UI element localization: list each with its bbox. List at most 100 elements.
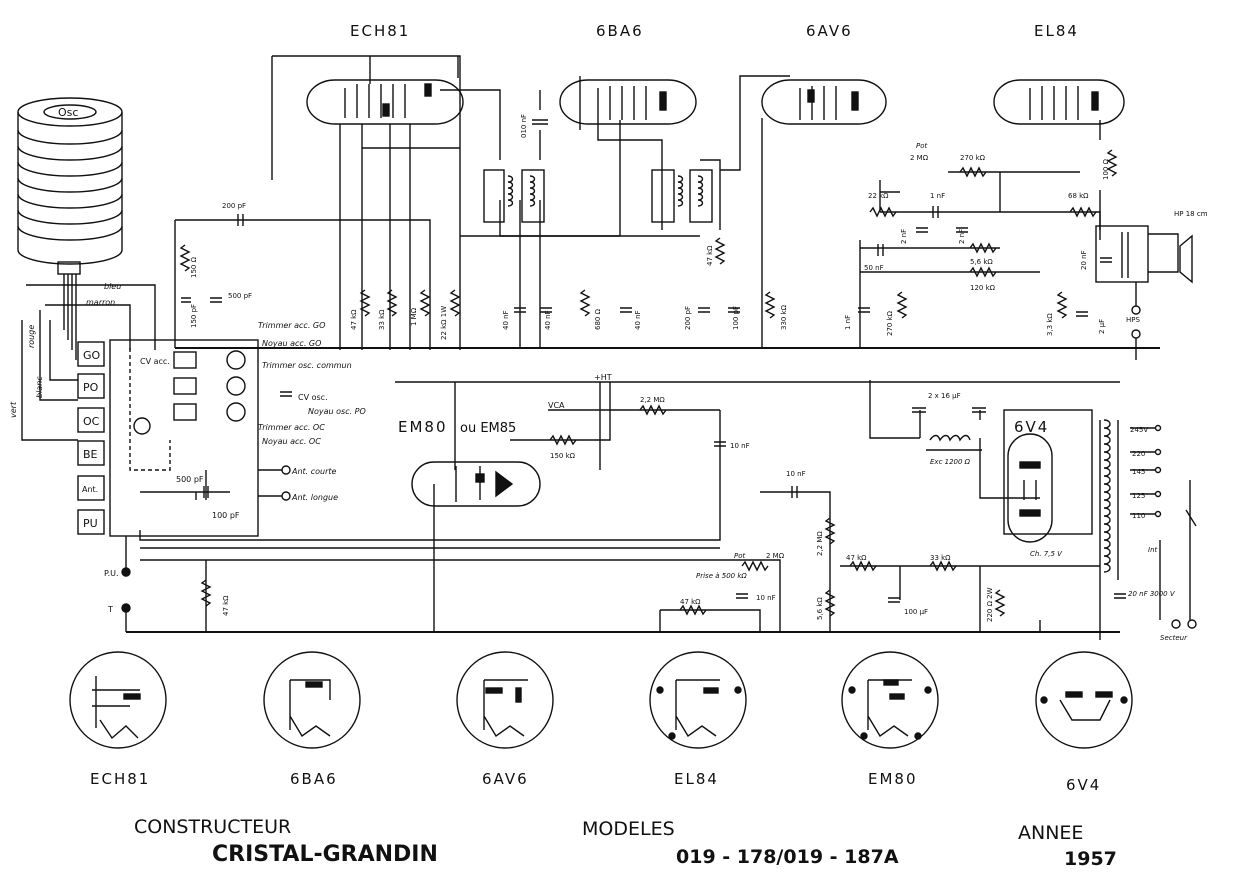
base-em80 [841, 651, 939, 749]
year-label: ANNEE [1018, 822, 1084, 844]
band-switch [77, 339, 259, 537]
comp-label: HPS [1126, 316, 1140, 324]
comp-label: Pot [916, 142, 928, 150]
tap-label: 245V [1130, 426, 1148, 434]
comp-label: 1 MΩ [410, 307, 418, 326]
comp-label: 5,6 kΩ [970, 258, 993, 266]
comp-label: 22 kΩ 1W [440, 306, 448, 340]
coil-note: Noyau acc. OC [262, 437, 321, 446]
comp-label: 40 nF [502, 310, 510, 330]
comp-label: Exc 1200 Ω [930, 458, 971, 466]
resistors [179, 149, 1118, 617]
tube-6ba6 [559, 79, 697, 125]
comp-label: 120 kΩ [970, 284, 996, 292]
tap-label: 220 [1132, 450, 1145, 458]
rail-ht: +HT [594, 373, 612, 382]
comp-label: 47 kΩ [846, 554, 867, 562]
tube-6v4 [1003, 409, 1093, 543]
coil-note: CV osc. [298, 393, 328, 402]
comp-label: 68 kΩ [1068, 192, 1089, 200]
band-button-go: GO [83, 349, 101, 362]
comp-label: 10 nF [756, 594, 776, 602]
cap-label: 100 pF [212, 511, 240, 520]
base-6av6 [456, 651, 554, 749]
base-el84 [649, 651, 747, 749]
comp-label: 680 Ω [594, 308, 602, 330]
tube-em80 [411, 461, 541, 507]
band-button-ant: Ant. [82, 485, 98, 494]
tap-label: 145 [1132, 468, 1145, 476]
power-transformer [1103, 419, 1197, 629]
comp-label: 2,2 MΩ [816, 531, 824, 556]
tube-label: 6AV6 [806, 22, 853, 40]
comp-label: 270 kΩ [960, 154, 986, 162]
wire-label: bleu [104, 282, 121, 291]
comp-label: 33 kΩ [378, 309, 386, 330]
comp-label: 40 nF [544, 310, 552, 330]
tube-6av6 [761, 79, 887, 125]
coil-note: Trimmer acc. GO [258, 321, 325, 330]
base-ech81 [69, 651, 167, 749]
models-label: MODELES [582, 818, 675, 840]
maker-label: CONSTRUCTEUR [134, 816, 292, 838]
comp-label: 2 μF [1098, 319, 1106, 334]
band-button-be: BE [83, 448, 98, 461]
jack-pu: P.U. [104, 569, 119, 578]
base-label: 6V4 [1066, 776, 1101, 794]
comp-label: 150 kΩ [550, 452, 576, 460]
comp-label: 150 Ω [190, 256, 198, 278]
comp-label: 3,3 kΩ [1046, 313, 1054, 336]
base-label: ECH81 [90, 770, 150, 788]
comp-label: 1 nF [844, 315, 852, 330]
wire-label: vert [9, 401, 18, 418]
comp-label: 40 nF [634, 310, 642, 330]
comp-label: 20 nF 3000 V [1128, 590, 1176, 598]
base-6ba6 [263, 651, 361, 749]
indicator-label: EM80 [398, 418, 448, 436]
wire-label: marron [86, 298, 115, 307]
indicator-alt-label: ou EM85 [460, 421, 516, 436]
band-button-po: PO [83, 381, 99, 394]
comp-label: 10 nF [730, 442, 750, 450]
comp-label: 2 MΩ [910, 154, 929, 162]
comp-label: 100 pF [732, 306, 740, 330]
comp-label: 2 x 16 μF [928, 392, 961, 400]
comp-label: 500 pF [228, 292, 252, 300]
comp-label: 150 pF [190, 304, 198, 328]
band-button-oc: OC [83, 415, 100, 428]
comp-label: 50 nF [864, 264, 884, 272]
coil-note: Noyau osc. PO [308, 407, 366, 416]
comp-label: 330 kΩ [780, 304, 788, 330]
comp-label: 47 kΩ [680, 598, 701, 606]
excitation-coil [926, 434, 982, 451]
comp-label: Ch. 7,5 V [1030, 550, 1063, 558]
comp-label: 2 nF [900, 229, 908, 244]
comp-label: 100 μF [904, 608, 928, 616]
tube-label: ECH81 [350, 22, 410, 40]
tube-label: EL84 [1034, 22, 1079, 40]
comp-label: 33 kΩ [930, 554, 951, 562]
comp-label: 200 pF [222, 202, 246, 210]
comp-label: 220 Ω 2W [986, 587, 994, 622]
comp-label: 270 kΩ [886, 310, 894, 336]
cap-label: 500 pF [176, 475, 204, 484]
comp-label: 100 Ω [1102, 158, 1110, 180]
if-transformers [483, 169, 713, 223]
comp-label: 1 nF [930, 192, 945, 200]
base-label: EM80 [868, 770, 918, 788]
tube-ech81 [306, 79, 464, 125]
wire-label: rouge [27, 325, 36, 348]
tap-label: 110 [1132, 512, 1145, 520]
comp-label: 010 nF [520, 114, 528, 138]
tube-bases [69, 651, 1133, 749]
oscillator-coil: Osc [17, 97, 123, 360]
coil-label: Osc [58, 106, 78, 119]
comp-label: Prise à 500 kΩ [696, 572, 747, 580]
output-transformer [1095, 225, 1193, 360]
comp-label: 47 kΩ [222, 595, 230, 616]
models-value: 019 - 178/019 - 187A [676, 846, 899, 868]
comp-label: Secteur [1160, 634, 1188, 642]
comp-label: Pot [734, 552, 746, 560]
tube-label: 6BA6 [596, 22, 644, 40]
